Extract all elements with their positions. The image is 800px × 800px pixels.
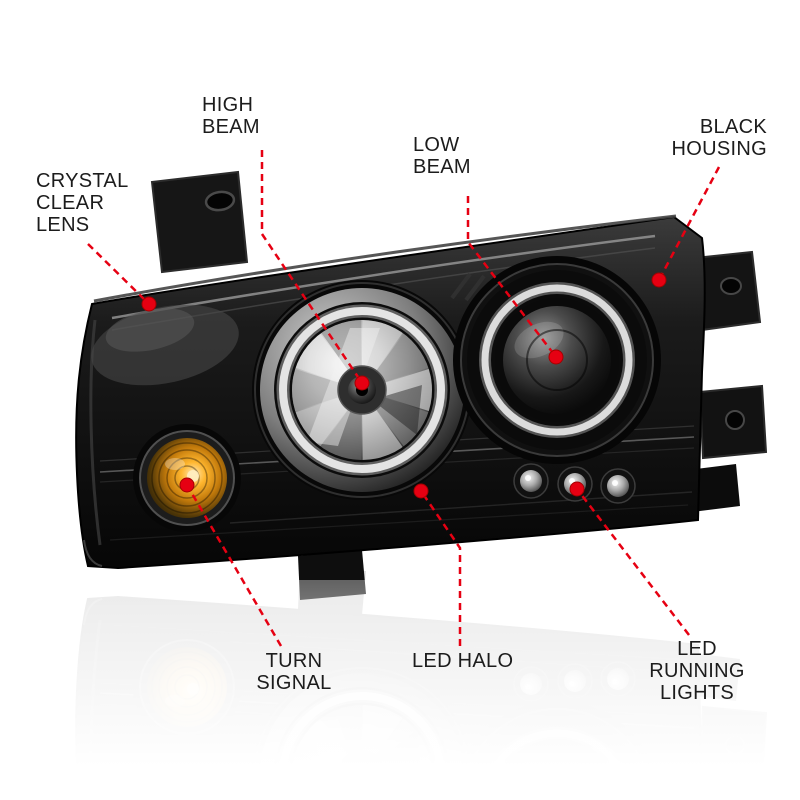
leader-led-running-lights (576, 488, 690, 636)
dot-led-running-lights (569, 481, 585, 497)
dot-led-halo (413, 483, 429, 499)
label-low-beam: LOW BEAM (413, 134, 471, 178)
dot-low-beam (548, 349, 564, 365)
dot-turn-signal (179, 477, 195, 493)
annotation-lines (87, 150, 721, 647)
mounting-bracket-right (698, 384, 768, 460)
leader-led-halo (419, 490, 462, 646)
label-black-housing: BLACK HOUSING (671, 116, 767, 160)
headlight-body (75, 170, 768, 600)
label-crystal-clear-lens: CRYSTAL CLEAR LENS (36, 170, 129, 236)
annotation-dots (141, 272, 667, 499)
label-high-beam: HIGH BEAM (202, 94, 260, 138)
label-led-running-lights: LED RUNNING LIGHTS (649, 638, 745, 704)
leader-high-beam (260, 150, 364, 384)
mounting-tab-top-left (150, 170, 249, 274)
running-light-1 (513, 463, 549, 499)
reflection-fade (30, 580, 790, 800)
leader-black-housing (657, 166, 721, 281)
label-led-halo: LED HALO (412, 650, 514, 672)
dot-high-beam (354, 375, 370, 391)
dot-crystal-clear-lens (141, 296, 157, 312)
leader-low-beam (466, 196, 557, 358)
mounting-tab-top-right (693, 250, 762, 332)
label-turn-signal: TURN SIGNAL (256, 650, 332, 694)
dot-black-housing (651, 272, 667, 288)
leader-crystal-clear-lens (87, 243, 150, 305)
running-light-3 (600, 468, 636, 504)
